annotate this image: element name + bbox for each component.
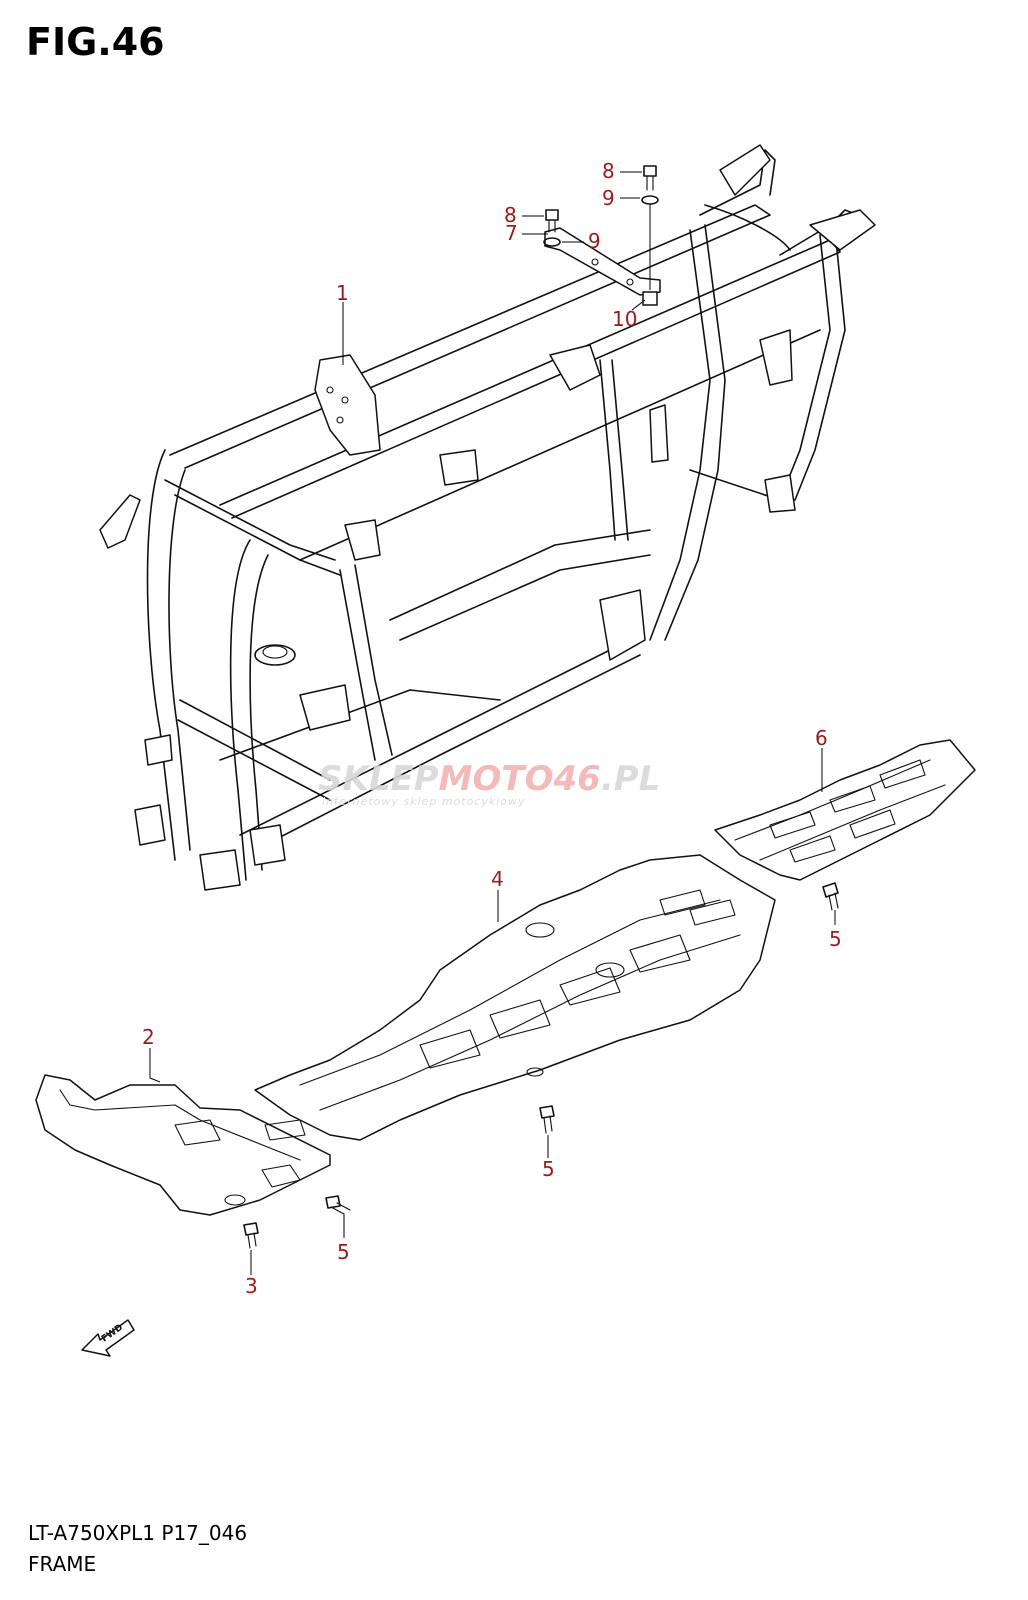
callout-8-lower: 8: [504, 203, 517, 227]
callout-9-upper: 9: [602, 186, 615, 210]
bolt-8-upper: [643, 165, 657, 191]
bolt-5-rear: [822, 882, 839, 911]
callout-8-upper: 8: [602, 159, 615, 183]
watermark-tagline: internetowy sklep motocyklowy: [322, 795, 526, 808]
main-frame: [99, 144, 876, 891]
model-code: LT-A750XPL1 P17_046: [28, 1521, 248, 1545]
callout-6: 6: [815, 726, 828, 750]
bolt-5-center: [539, 1105, 555, 1134]
bolt-5-front: [325, 1195, 351, 1215]
watermark: SKLEPMOTO46.PL internetowy sklep motocyk…: [318, 759, 660, 808]
callouts: 1 2 3 4 5 5 5 6 7 8 8 9 9 10: [142, 159, 842, 1298]
callout-7: 7: [505, 221, 518, 245]
callout-5-center: 5: [542, 1157, 555, 1181]
callout-3: 3: [245, 1274, 258, 1298]
callout-9-lower: 9: [588, 229, 601, 253]
callout-1: 1: [336, 281, 349, 305]
section-title: FRAME: [28, 1552, 97, 1576]
center-skid-plate: [254, 854, 776, 1141]
callout-4: 4: [491, 867, 504, 891]
watermark-accent: MOTO46: [439, 759, 601, 799]
callout-2: 2: [142, 1025, 155, 1049]
callout-10: 10: [612, 307, 637, 331]
bolt-8-lower: [545, 209, 559, 233]
front-skid-plate: [35, 1074, 331, 1216]
svg-text:SKLEPMOTO46.PL: SKLEPMOTO46.PL: [318, 759, 660, 799]
fwd-arrow-icon: FWD: [81, 1319, 135, 1357]
callout-5-front: 5: [337, 1240, 350, 1264]
figure-title: FIG.46: [26, 20, 165, 64]
rear-skid-plate: [714, 739, 976, 881]
watermark-suffix: .PL: [601, 759, 661, 799]
bolt-3: [243, 1222, 259, 1249]
callout-5-rear: 5: [829, 927, 842, 951]
watermark-prefix: SKLEP: [318, 759, 439, 799]
seat-bracket-assembly: [543, 165, 661, 306]
